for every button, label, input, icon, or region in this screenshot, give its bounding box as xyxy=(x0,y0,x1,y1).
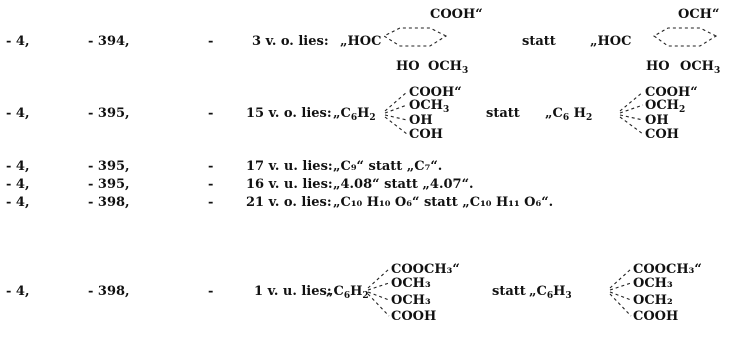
row4-col3: - xyxy=(208,177,214,192)
quote-mark: „ xyxy=(545,106,553,121)
lies-br-main: OCH xyxy=(428,59,462,74)
lies-top-group: COOH“ xyxy=(430,7,483,22)
lies-br-sub: 3 xyxy=(461,66,469,76)
lies-group-3: OH xyxy=(409,113,433,128)
statt-g2-sub: 2 xyxy=(678,105,686,115)
lies-group-2: OCH3 xyxy=(409,98,450,115)
benzene-ring-lies xyxy=(382,27,448,47)
quote-mark: „ xyxy=(333,106,341,121)
row6-lies-formula: „C6H2 xyxy=(326,284,369,301)
statt-prefix-sub: 6 xyxy=(562,113,570,123)
statt-group-3: OH xyxy=(645,113,669,128)
lies-group-4: COH xyxy=(409,127,443,142)
statt-br-main: OCH xyxy=(680,59,714,74)
row6-col2: - 398, xyxy=(88,284,130,299)
row3-text: „C₉“ statt „C₇“. xyxy=(333,159,443,174)
row2-col4: 15 v. o. lies: xyxy=(246,106,332,121)
statt-br-sub: 3 xyxy=(713,66,721,76)
lies-g2: OCH xyxy=(409,98,443,113)
quote-mark: „ xyxy=(340,34,348,49)
lies-mid: H xyxy=(357,106,370,121)
lies-prefix-sub: 6 xyxy=(350,113,358,123)
lies6-prefix: C xyxy=(333,284,344,299)
row2-statt-formula: „C6 H2 xyxy=(545,106,593,123)
statt-mid: H xyxy=(573,106,586,121)
row3-col2: - 395, xyxy=(88,159,130,174)
bond-fan-statt-2 xyxy=(609,268,632,317)
statt6-group-3: OCH₂ xyxy=(633,293,673,308)
quote-mark: „ xyxy=(590,34,598,49)
bond-fan-lies xyxy=(384,91,408,135)
row5-text: „C₁₀ H₁₀ O₆“ statt „C₁₀ H₁₁ O₆“. xyxy=(333,195,554,210)
statt-bottom-right: OCH3 xyxy=(680,59,721,76)
row1-col3: - xyxy=(208,34,214,49)
row4-col1: - 4, xyxy=(6,177,30,192)
lies-bottom-left: HO xyxy=(396,59,420,74)
row1-lies-formula: „HOC xyxy=(340,35,381,48)
statt-mid-sub: 2 xyxy=(585,113,593,123)
lies6-mid: H xyxy=(350,284,363,299)
row5-col1: - 4, xyxy=(6,195,30,210)
row5-col3: - xyxy=(208,195,214,210)
statt-group-2: OCH2 xyxy=(645,98,686,115)
row1-statt-formula: „HOC xyxy=(590,35,631,48)
lies6-group-4: COOH xyxy=(391,309,437,324)
row1-statt: statt xyxy=(522,34,556,49)
statt6-mid-sub: 3 xyxy=(565,291,572,301)
statt-top-group: OCH“ xyxy=(678,7,720,22)
statt6-prefix-sub: 6 xyxy=(546,291,554,301)
row5-col4: 21 v. o. lies: xyxy=(246,195,332,210)
lies-prefix: C xyxy=(340,106,351,121)
row2-statt: statt xyxy=(486,106,520,121)
lies-g2-sub: 3 xyxy=(442,105,450,115)
lies6-prefix-sub: 6 xyxy=(343,291,351,301)
row6-col3: - xyxy=(208,284,214,299)
statt6-group-4: COOH xyxy=(633,309,679,324)
row4-col4: 16 v. u. lies: xyxy=(246,177,333,192)
row3-col1: - 4, xyxy=(6,159,30,174)
statt-base: HOC xyxy=(597,34,632,49)
row6-col4: 1 v. u. lies: xyxy=(254,284,332,299)
statt-prefix: C xyxy=(552,106,563,121)
bond-fan-lies-2 xyxy=(367,268,390,317)
lies6-group-2: OCH₃ xyxy=(391,276,431,291)
row4-text: „4.08“ statt „4.07“. xyxy=(333,177,474,192)
row4-col2: - 395, xyxy=(88,177,130,192)
statt-bottom-left: HO xyxy=(646,59,670,74)
quote-mark: „ xyxy=(529,284,537,299)
lies-group-1: COOH“ xyxy=(409,85,462,100)
quote-mark: „ xyxy=(326,284,334,299)
row3-col4: 17 v. u. lies: xyxy=(246,159,333,174)
row3-col3: - xyxy=(208,159,214,174)
benzene-ring-statt xyxy=(652,27,718,47)
statt6-group-2: OCH₃ xyxy=(633,276,673,291)
row2-col1: - 4, xyxy=(6,106,30,121)
statt-group-1: COOH“ xyxy=(645,85,698,100)
lies-mid-sub: 2 xyxy=(369,113,376,123)
statt6-group-1: COOCH₃“ xyxy=(633,262,702,277)
statt6-prefix: C xyxy=(536,284,547,299)
statt-g2: OCH xyxy=(645,98,679,113)
lies6-group-3: OCH₃ xyxy=(391,293,431,308)
row6-col1: - 4, xyxy=(6,284,30,299)
statt6-mid: H xyxy=(553,284,566,299)
lies6-group-1: COOCH₃“ xyxy=(391,262,460,277)
row2-col3: - xyxy=(208,106,214,121)
row6-statt-formula: „C6H3 xyxy=(529,284,572,301)
row5-col2: - 398, xyxy=(88,195,130,210)
lies6-mid-sub: 2 xyxy=(362,291,369,301)
row6-statt: statt xyxy=(492,284,526,299)
statt-group-4: COH xyxy=(645,127,679,142)
row1-col1: - 4, xyxy=(6,34,30,49)
bond-fan-statt xyxy=(619,91,644,135)
row1-col2: - 394, xyxy=(88,34,130,49)
row2-col2: - 395, xyxy=(88,106,130,121)
lies-bottom-right: OCH3 xyxy=(428,59,469,76)
lies-base: HOC xyxy=(347,34,382,49)
row2-lies-formula: „C6H2 xyxy=(333,106,376,123)
row1-col4: 3 v. o. lies: xyxy=(252,34,329,49)
